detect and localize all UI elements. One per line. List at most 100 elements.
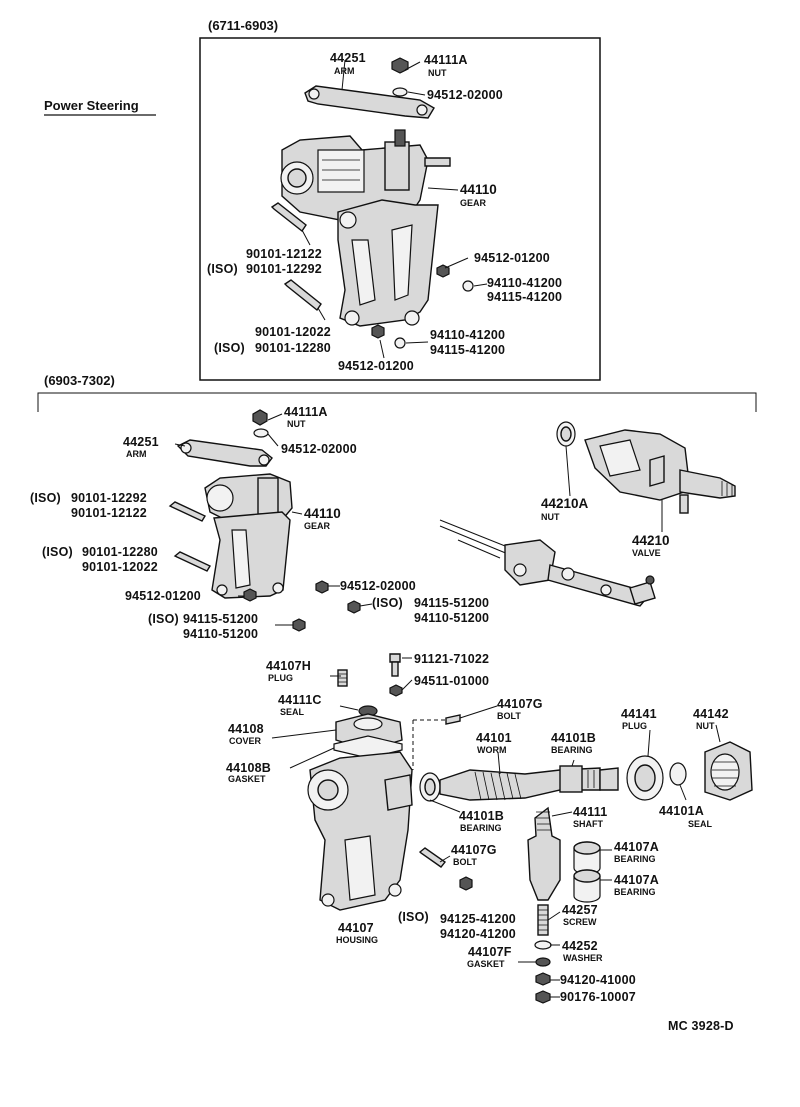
- label-44141: 44141: [621, 707, 657, 721]
- label-44107A-a: 44107A: [614, 840, 659, 854]
- label-44107H: 44107H: [266, 659, 311, 673]
- label-44110-late: 44110: [304, 506, 341, 521]
- label-44110-early: 44110: [460, 182, 497, 197]
- early-section-frame: [199, 37, 601, 381]
- label-bolt-top: BOLT: [497, 711, 521, 721]
- label-44111: 44111: [573, 805, 607, 819]
- label-94125-41200: 94125-41200: [440, 912, 516, 926]
- document-code: MC 3928-D: [668, 1019, 734, 1033]
- label-94120-41000: 94120-41000: [560, 973, 636, 987]
- label-94110-41200-early-b: 94110-41200: [430, 328, 505, 342]
- label-44210A: 44210A: [541, 496, 589, 511]
- label-44107G-top: 44107G: [497, 697, 543, 711]
- label-91121-71022: 91121-71022: [414, 652, 489, 666]
- label-94120-41200: 94120-41200: [440, 927, 516, 941]
- early-gear-assembly-drawing: [270, 57, 488, 359]
- label-iso-90101-12280-late: (ISO): [42, 545, 73, 559]
- label-bearing-44101B-top: BEARING: [551, 745, 593, 755]
- label-valve: VALVE: [632, 548, 661, 558]
- label-44101: 44101: [476, 731, 512, 745]
- label-94511-01000: 94511-01000: [414, 674, 489, 688]
- label-bearing-44107A-a: BEARING: [614, 854, 656, 864]
- label-94110-51200-a: 94110-51200: [414, 611, 489, 625]
- section-label-late: (6903-7302): [44, 373, 115, 388]
- label-94512-02000-early: 94512-02000: [427, 88, 503, 102]
- label-arm-early: ARM: [334, 66, 355, 76]
- label-94110-41200-early-a: 94110-41200: [487, 276, 562, 290]
- label-iso-90101-12292-early: (ISO): [207, 262, 238, 276]
- label-plug-44141: PLUG: [622, 721, 647, 731]
- label-gear-early: GEAR: [460, 198, 487, 208]
- label-94512-02000-late-a: 94512-02000: [281, 442, 357, 456]
- label-90101-12292-late: 90101-12292: [71, 491, 147, 505]
- label-44111C: 44111C: [278, 693, 322, 707]
- label-gasket-44108B: GASKET: [228, 774, 266, 784]
- label-bolt-bottom: BOLT: [453, 857, 477, 867]
- label-bearing-44107A-b: BEARING: [614, 887, 656, 897]
- label-90101-12022-early: 90101-12022: [255, 325, 331, 339]
- label-44107G-bottom: 44107G: [451, 843, 497, 857]
- label-44111A-late: 44111A: [284, 405, 328, 419]
- label-44257: 44257: [562, 903, 598, 917]
- late-section-bracket: [37, 392, 757, 412]
- label-90101-12122-late: 90101-12122: [71, 506, 147, 520]
- label-94512-02000-late-b: 94512-02000: [340, 579, 416, 593]
- label-shaft: SHAFT: [573, 819, 603, 829]
- label-seal-44111C: SEAL: [280, 707, 305, 717]
- label-90101-12122-early: 90101-12122: [246, 247, 322, 261]
- label-90101-12022-late: 90101-12022: [82, 560, 158, 574]
- label-seal-44101A: SEAL: [688, 819, 713, 829]
- label-44251-early: 44251: [330, 51, 366, 65]
- label-nut-late: NUT: [287, 419, 306, 429]
- label-screw: SCREW: [563, 917, 597, 927]
- label-94512-01200-early-a: 94512-01200: [474, 251, 550, 265]
- label-gear-late: GEAR: [304, 521, 331, 531]
- label-94115-41200-early-b: 94115-41200: [430, 343, 505, 357]
- label-bearing-44101B-bottom: BEARING: [460, 823, 502, 833]
- label-cover: COVER: [229, 736, 262, 746]
- label-44251-late: 44251: [123, 435, 159, 449]
- label-arm-late: ARM: [126, 449, 147, 459]
- label-90101-12292-early: 90101-12292: [246, 262, 322, 276]
- label-iso-94115-51200-b: (ISO): [148, 612, 179, 626]
- label-44108B: 44108B: [226, 761, 271, 775]
- exploded-housing-drawing: [271, 653, 753, 1004]
- label-washer: WASHER: [563, 953, 603, 963]
- label-44107A-b: 44107A: [614, 873, 659, 887]
- label-nut-early: NUT: [428, 68, 447, 78]
- label-gasket-44107F: GASKET: [467, 959, 505, 969]
- label-90101-12280-early: 90101-12280: [255, 341, 331, 355]
- label-44101B-bottom: 44101B: [459, 809, 504, 823]
- label-94115-51200-a: 94115-51200: [414, 596, 489, 610]
- label-44107F: 44107F: [468, 945, 512, 959]
- label-44101A: 44101A: [659, 804, 704, 818]
- label-94110-51200-b: 94110-51200: [183, 627, 258, 641]
- label-90101-12280-late: 90101-12280: [82, 545, 158, 559]
- label-94512-01200-early-b: 94512-01200: [338, 359, 414, 373]
- label-44210: 44210: [632, 533, 670, 548]
- label-valve-nut: NUT: [541, 512, 560, 522]
- label-nut-44142: NUT: [696, 721, 715, 731]
- valve-linkage-drawing: [439, 421, 736, 607]
- label-iso-94125-41200: (ISO): [398, 910, 429, 924]
- label-94115-51200-b: 94115-51200: [183, 612, 258, 626]
- label-44252: 44252: [562, 939, 598, 953]
- label-44107: 44107: [338, 921, 374, 935]
- page-title: Power Steering: [44, 98, 139, 113]
- label-94115-41200-early-a: 94115-41200: [487, 290, 562, 304]
- label-44142: 44142: [693, 707, 729, 721]
- label-worm: WORM: [477, 745, 507, 755]
- label-44111A-early: 44111A: [424, 53, 468, 67]
- label-iso-94115-51200-a: (ISO): [372, 596, 403, 610]
- label-44108: 44108: [228, 722, 264, 736]
- section-label-early: (6711-6903): [208, 18, 278, 33]
- label-iso-90101-12292-late: (ISO): [30, 491, 61, 505]
- late-gear-assembly-drawing: [168, 409, 373, 632]
- label-94512-01200-late: 94512-01200: [125, 589, 201, 603]
- label-housing: HOUSING: [336, 935, 378, 945]
- label-iso-90101-12280-early: (ISO): [214, 341, 245, 355]
- label-44101B-top: 44101B: [551, 731, 596, 745]
- label-90176-10007: 90176-10007: [560, 990, 636, 1004]
